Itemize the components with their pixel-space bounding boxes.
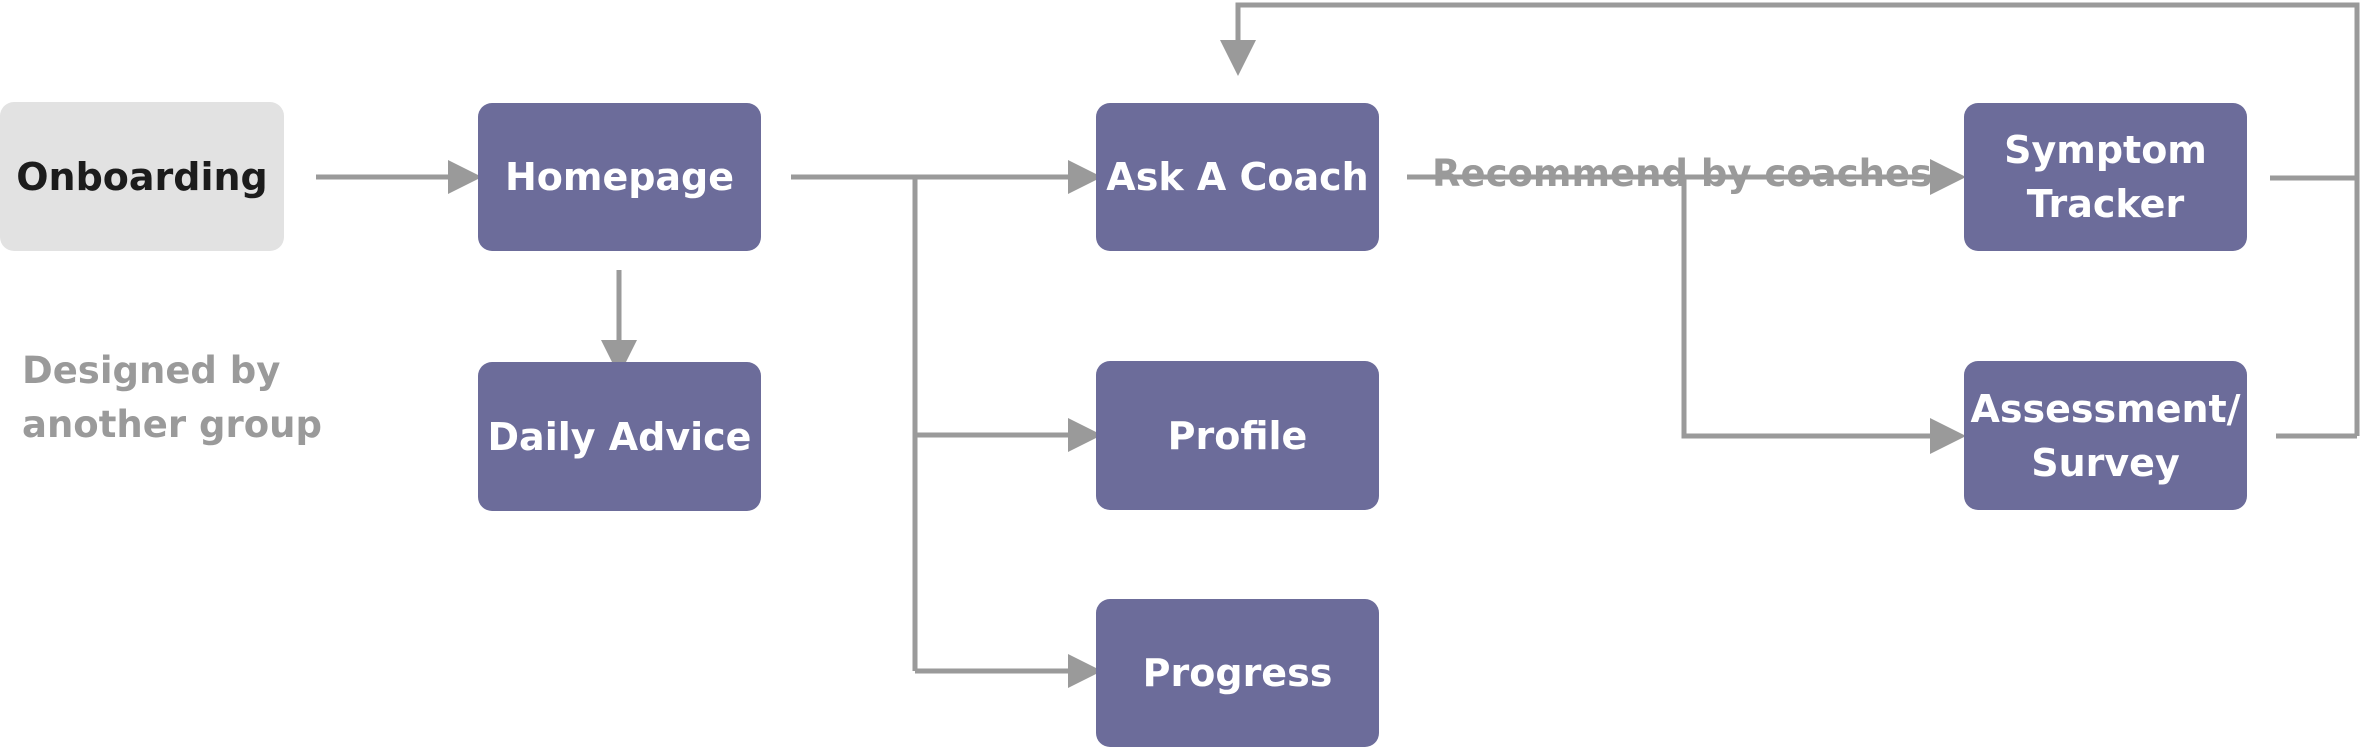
arrowhead-progress xyxy=(1068,654,1102,688)
onboarding-node: Onboarding xyxy=(0,102,284,251)
homepage-node: Homepage xyxy=(478,103,761,251)
arrowhead-daily-advice xyxy=(601,340,637,376)
arrowhead-ask-a-coach xyxy=(1068,160,1102,194)
arrowhead-feedback-ask-a-coach xyxy=(1220,40,1256,76)
symptom-tracker-node: Symptom Tracker xyxy=(1964,103,2247,251)
designed-by-annotation: Designed by another group xyxy=(22,290,322,452)
edge-ask-a-coach-to-assessment xyxy=(1681,177,1934,439)
arrowhead-assessment xyxy=(1930,418,1966,454)
recommend-annotation: Recommend by coaches xyxy=(1432,93,1932,201)
arrowhead-homepage xyxy=(448,160,482,194)
daily-advice-label: Daily Advice xyxy=(487,414,752,459)
assessment-survey-label: Assessment/ Survey xyxy=(1970,386,2241,485)
profile-node: Profile xyxy=(1096,361,1379,510)
ask-a-coach-node: Ask A Coach xyxy=(1096,103,1379,251)
edge-feedback-to-ask-a-coach xyxy=(1235,2,2360,436)
ask-a-coach-label: Ask A Coach xyxy=(1106,155,1369,199)
arrowhead-profile xyxy=(1068,418,1102,452)
recommend-text: Recommend by coaches xyxy=(1432,152,1933,195)
designed-by-text: Designed by another group xyxy=(22,349,322,446)
profile-label: Profile xyxy=(1167,413,1308,458)
daily-advice-node: Daily Advice xyxy=(478,362,761,511)
edge-homepage-trunk xyxy=(791,174,918,671)
onboarding-label: Onboarding xyxy=(16,154,268,199)
homepage-label: Homepage xyxy=(504,155,735,199)
progress-label: Progress xyxy=(1142,651,1333,695)
symptom-tracker-label: Symptom Tracker xyxy=(2004,128,2207,226)
progress-node: Progress xyxy=(1096,599,1379,747)
arrowhead-symptom-tracker xyxy=(1930,159,1966,195)
assessment-survey-node: Assessment/ Survey xyxy=(1964,361,2247,510)
